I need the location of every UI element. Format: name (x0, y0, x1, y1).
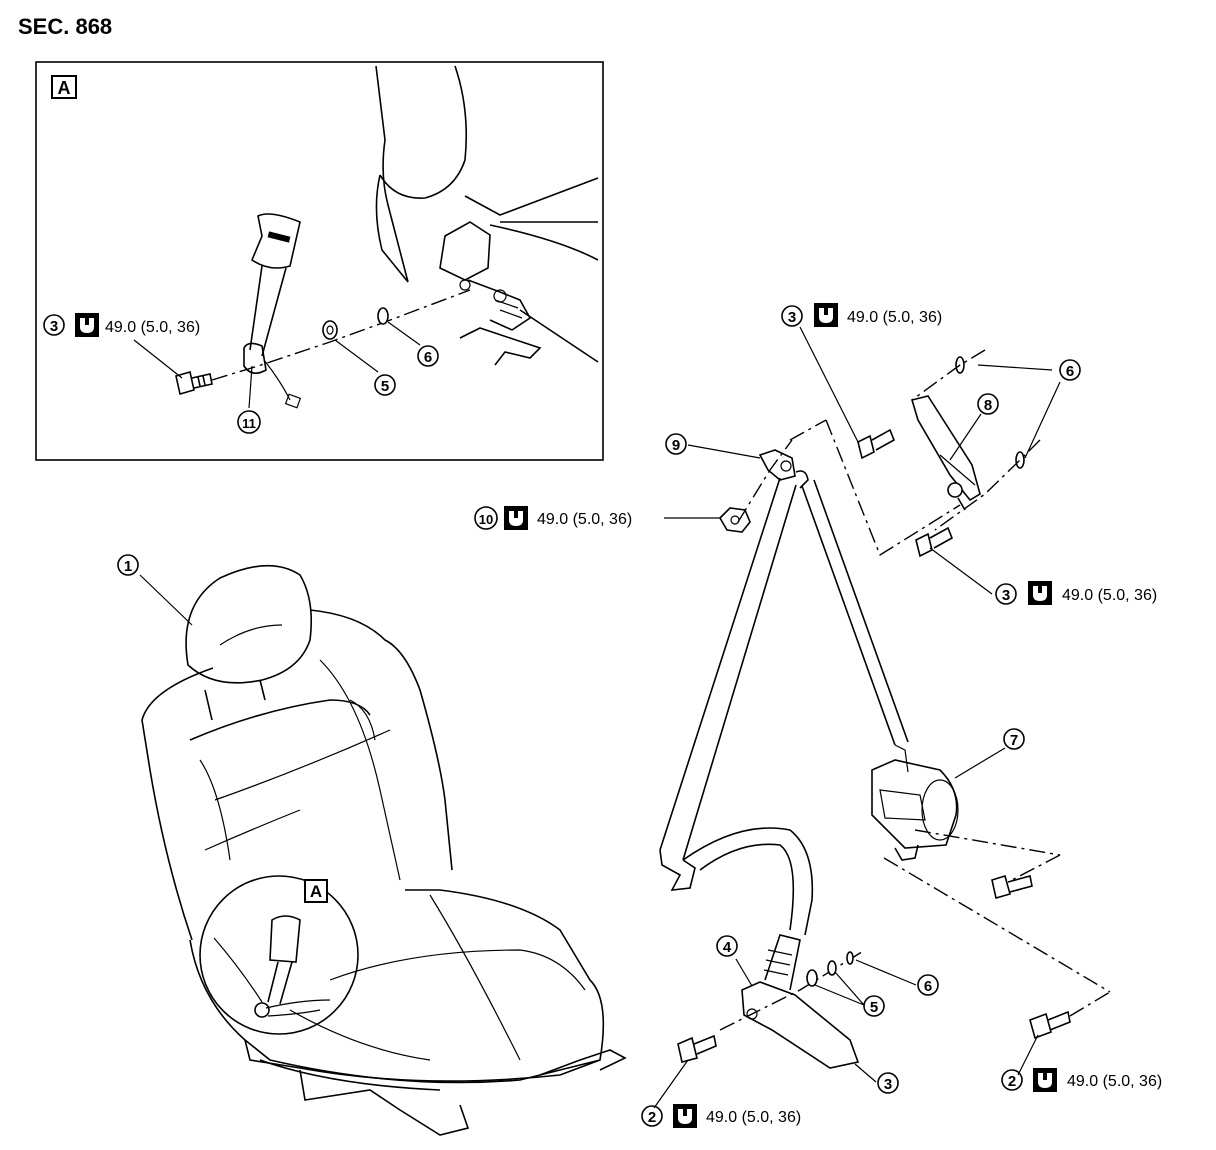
svg-text:3: 3 (884, 1076, 892, 1093)
section-title: SEC. 868 (18, 14, 113, 39)
callout-1: 1 (117, 554, 139, 576)
svg-text:5: 5 (381, 378, 389, 395)
svg-text:1: 1 (124, 558, 132, 575)
callout-5-lower: 5 (863, 995, 885, 1017)
callout-11: 11 (237, 410, 261, 434)
torque-spec-top: 49.0 (5.0, 36) (847, 309, 942, 326)
callout-3-inset: 3 (43, 314, 65, 336)
callout-7: 7 (1003, 728, 1025, 750)
svg-text:10: 10 (479, 512, 493, 527)
callout-3-lower: 3 (877, 1072, 899, 1094)
inset-view-label: A (58, 78, 71, 98)
front-seat-assembly: A (139, 564, 627, 1136)
svg-text:11: 11 (242, 416, 256, 431)
svg-text:6: 6 (924, 978, 932, 995)
torque-spec-inset: 49.0 (5.0, 36) (105, 319, 200, 336)
torque-spec-right: 49.0 (5.0, 36) (1067, 1073, 1162, 1090)
torque-spec-lower: 49.0 (5.0, 36) (706, 1109, 801, 1126)
svg-text:3: 3 (50, 318, 58, 335)
torque-wrench-icon (504, 506, 528, 530)
torque-wrench-icon (1033, 1068, 1057, 1092)
callout-5-inset: 5 (374, 374, 396, 396)
svg-text:2: 2 (1008, 1073, 1016, 1090)
callout-4: 4 (716, 935, 738, 957)
callout-6-lower: 6 (917, 974, 939, 996)
torque-wrench-icon (1028, 581, 1052, 605)
svg-text:8: 8 (984, 397, 992, 414)
callout-6-top: 6 (1059, 359, 1081, 381)
callout-3-top: 3 (781, 305, 803, 327)
torque-spec-bracket: 49.0 (5.0, 36) (1062, 587, 1157, 604)
svg-text:7: 7 (1010, 732, 1018, 749)
torque-wrench-icon (673, 1104, 697, 1128)
seat-belt-assembly (653, 326, 1111, 1109)
inset-view-a: A (35, 61, 604, 461)
torque-wrench-icon (814, 303, 838, 327)
svg-text:5: 5 (870, 999, 878, 1016)
svg-text:6: 6 (1066, 363, 1074, 380)
callout-3-bracket: 3 (995, 583, 1017, 605)
svg-text:2: 2 (648, 1109, 656, 1126)
svg-text:9: 9 (672, 437, 680, 454)
callout-2-lower: 2 (641, 1105, 663, 1127)
svg-text:6: 6 (424, 349, 432, 366)
callout-8: 8 (977, 393, 999, 415)
torque-wrench-icon (75, 313, 99, 337)
svg-text:3: 3 (788, 309, 796, 326)
detail-circle-label: A (310, 882, 322, 901)
callout-10: 10 (474, 506, 498, 530)
callout-9: 9 (665, 433, 687, 455)
torque-spec-nut: 49.0 (5.0, 36) (537, 511, 632, 528)
svg-text:3: 3 (1002, 587, 1010, 604)
callout-2-right: 2 (1001, 1069, 1023, 1091)
callout-6-inset: 6 (417, 345, 439, 367)
svg-text:4: 4 (723, 939, 732, 956)
